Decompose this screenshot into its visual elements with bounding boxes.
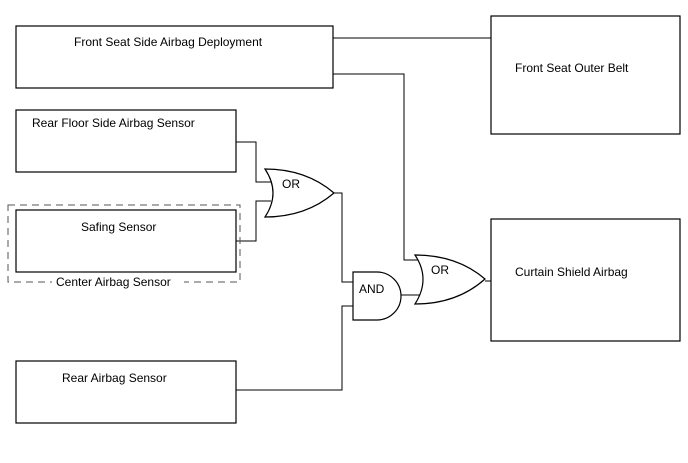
gate-label: AND [359,282,385,296]
block-label: Curtain Shield Airbag [515,265,628,279]
connection-wires [236,37,491,391]
gate-label: OR [282,177,300,191]
wire-rear-airbag-to-and [236,305,353,391]
and-gate: AND [352,271,402,321]
block-rear-floor-side-airbag-sensor: Rear Floor Side Airbag Sensor [15,109,237,173]
block-front-seat-side-airbag-deployment: Front Seat Side Airbag Deployment [15,25,334,89]
or-gate-upper: OR [263,168,335,218]
block-label: Front Seat Side Airbag Deployment [74,35,263,49]
wire-deployment-to-or-lower [333,73,423,261]
block-label: Rear Floor Side Airbag Sensor [32,116,195,130]
block-label: Rear Airbag Sensor [62,371,167,385]
group-center-airbag-sensor: Safing Sensor Center Airbag Sensor [7,204,241,289]
block-label: Front Seat Outer Belt [515,61,629,75]
wire-or-upper-to-and [334,192,353,283]
or-gate-lower: OR [413,254,486,305]
block-label-safing: Safing Sensor [81,220,156,234]
block-front-seat-outer-belt: Front Seat Outer Belt [490,15,681,135]
block-rear-airbag-sensor: Rear Airbag Sensor [15,360,237,424]
wire-safing-to-or-upper [236,200,271,242]
group-label: Center Airbag Sensor [56,275,171,289]
wire-rear-floor-to-or-upper [236,141,271,183]
gate-label: OR [431,263,449,277]
block-curtain-shield-airbag: Curtain Shield Airbag [490,218,681,342]
